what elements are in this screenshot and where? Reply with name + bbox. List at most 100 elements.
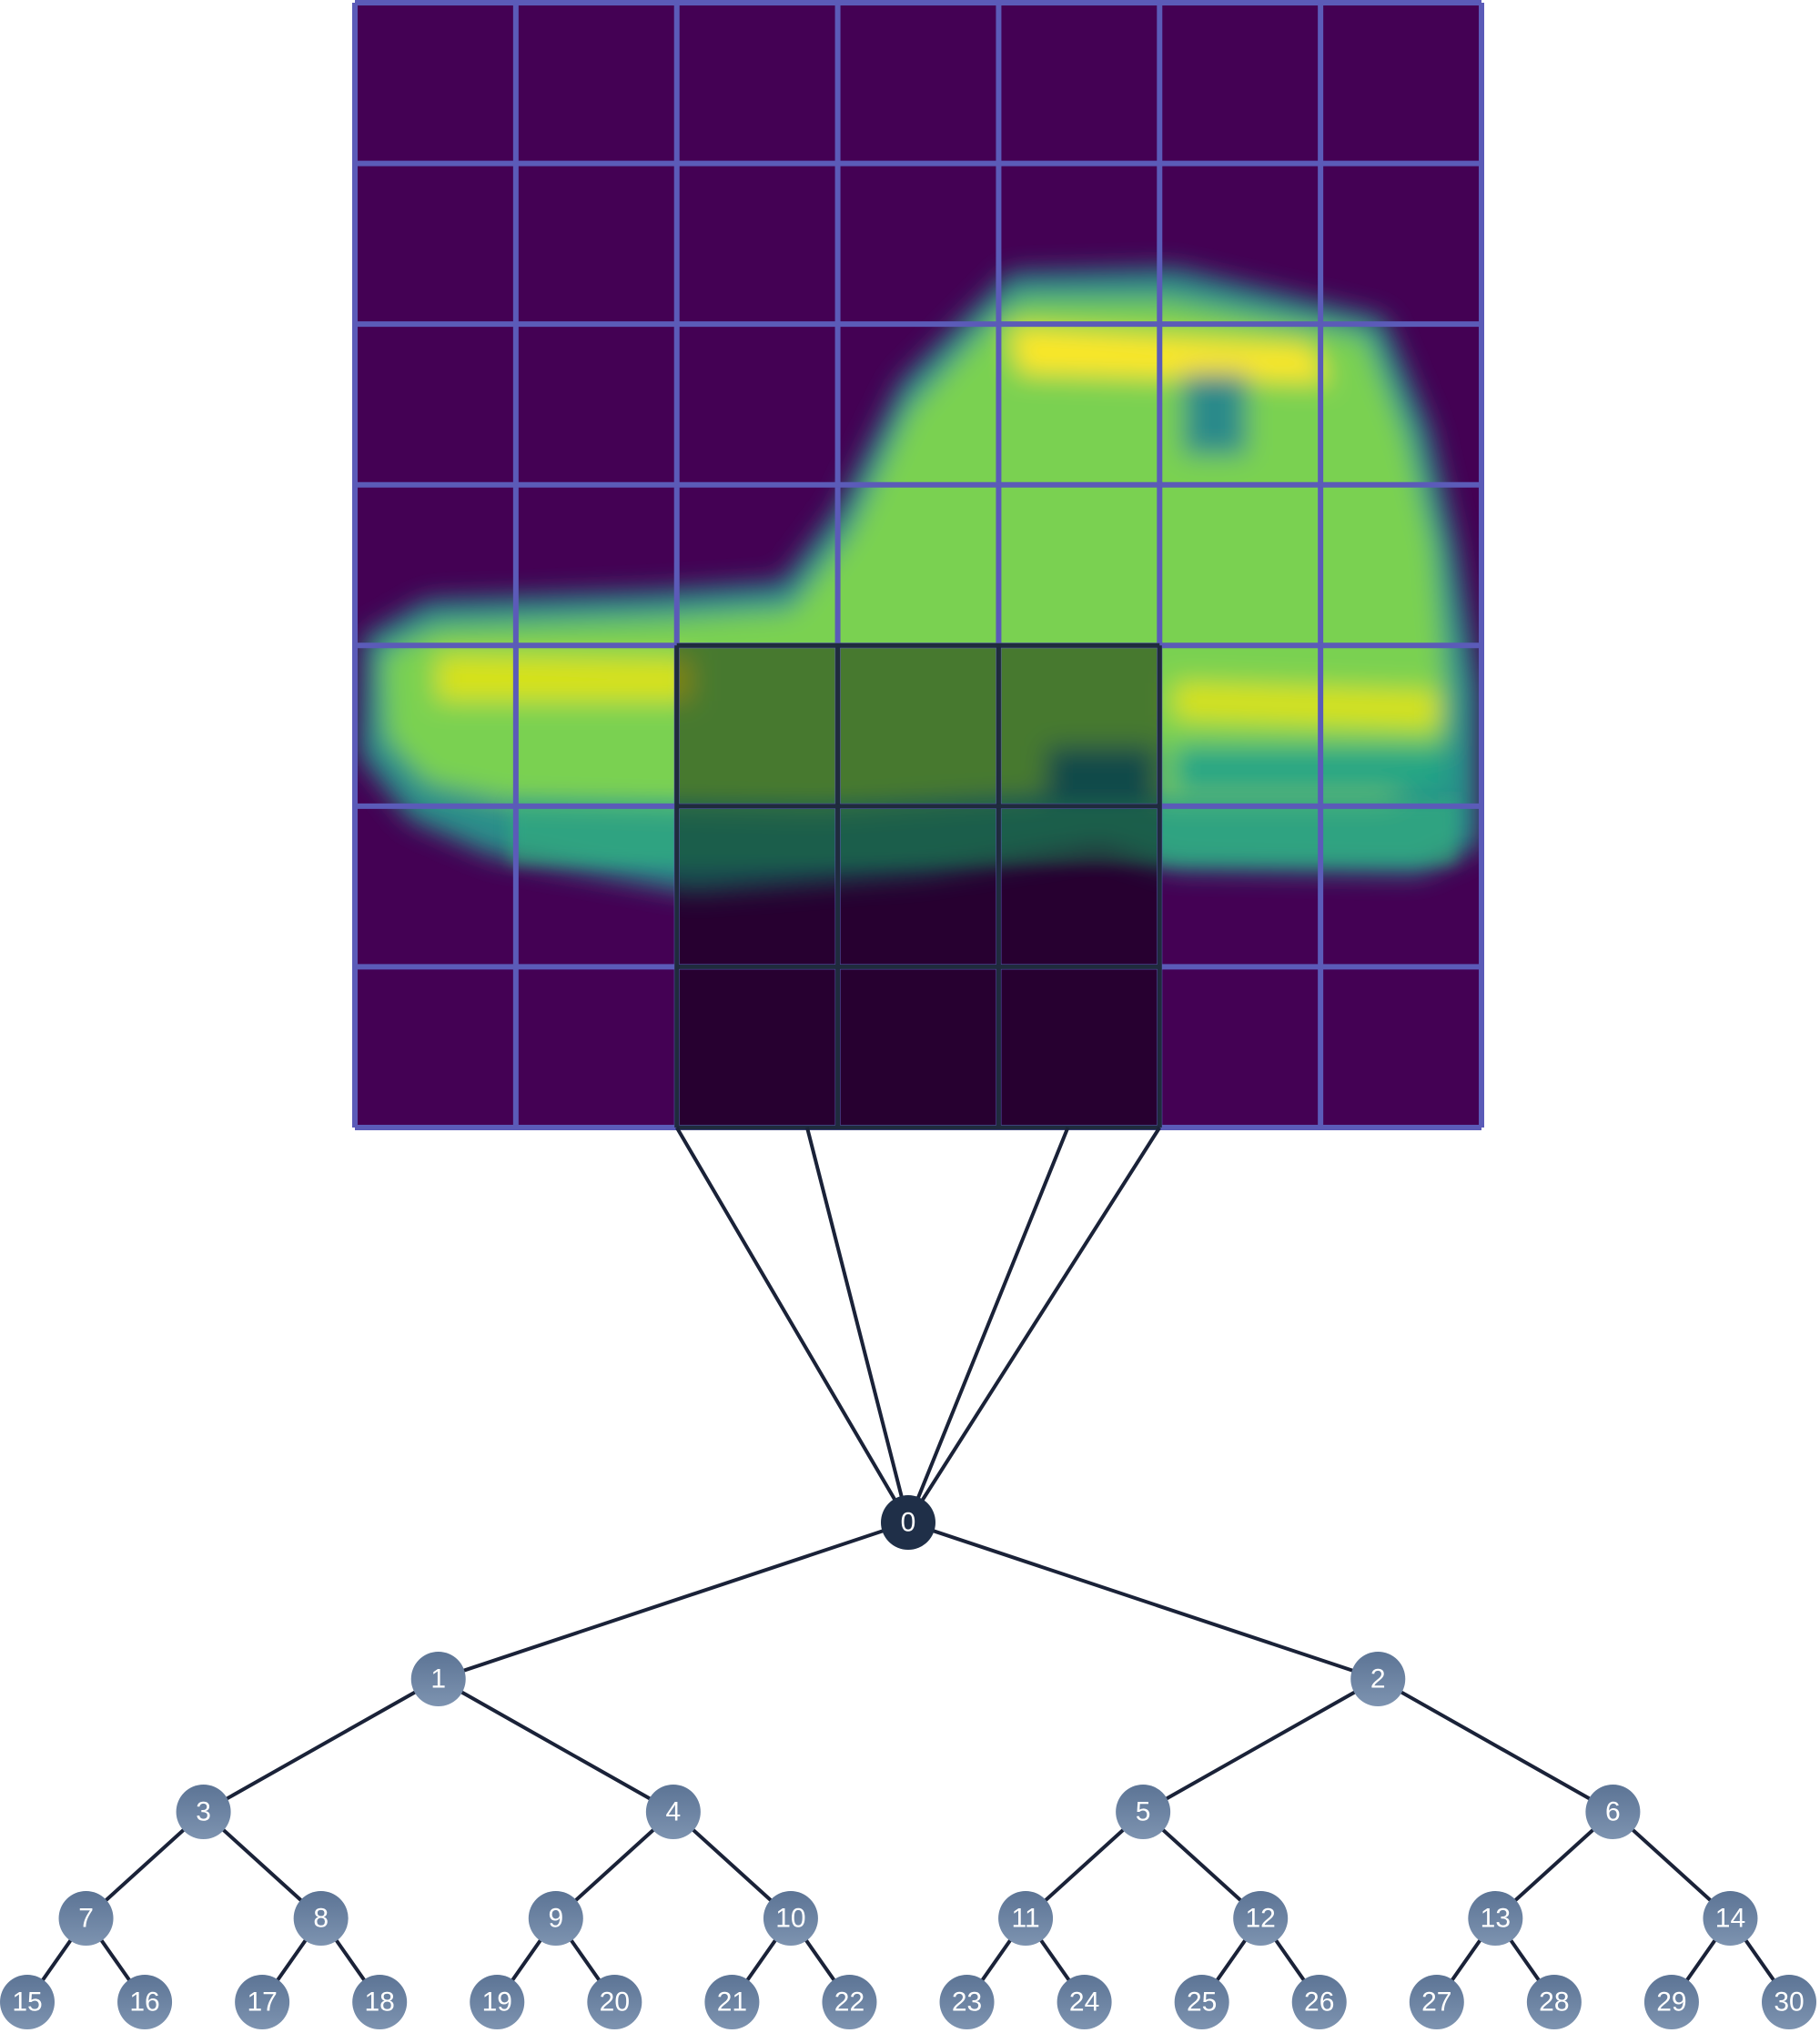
- tree-node-circle: [763, 1891, 818, 1946]
- tree-node-circle: [293, 1891, 349, 1946]
- tree-node-circle: [998, 1891, 1054, 1946]
- tree-node-label: 0: [901, 1508, 916, 1538]
- tree-node-circle: [1291, 1975, 1347, 2029]
- tree-edge: [907, 1521, 1379, 1681]
- tree-node-label: 9: [548, 1904, 563, 1934]
- tree-node-label: 19: [482, 1987, 512, 2018]
- window-to-root-edge: [906, 1126, 1161, 1524]
- tree-node-label: 8: [313, 1904, 329, 1934]
- window-to-root-edge: [906, 1127, 1070, 1523]
- tree-node-circle: [1174, 1975, 1229, 2029]
- tree-node-label: 10: [775, 1904, 805, 1934]
- tree-node-0: 0: [881, 1495, 935, 1550]
- tree-node-circle: [1526, 1975, 1582, 2029]
- tree-node-label: 1: [430, 1664, 446, 1694]
- tree-node-circle: [822, 1975, 877, 2029]
- heatmap-region-peak-left: [437, 655, 692, 701]
- tree-node-circle: [1350, 1652, 1406, 1706]
- tree-node-label: 12: [1246, 1904, 1276, 1934]
- tree-node-27: 27: [1409, 1975, 1464, 2029]
- tree-node-label: 27: [1421, 1987, 1451, 2018]
- tree-node-circle: [117, 1975, 173, 2029]
- tree-node-23: 23: [939, 1975, 995, 2029]
- tree-node-29: 29: [1643, 1975, 1699, 2029]
- tree-node-circle: [176, 1785, 231, 1839]
- tree-node-label: 25: [1187, 1987, 1217, 2018]
- tree-node-2: 2: [1350, 1652, 1406, 1706]
- tree-node-13: 13: [1468, 1891, 1523, 1946]
- tree-node-circle: [881, 1495, 935, 1550]
- tree-node-circle: [58, 1891, 114, 1946]
- tree-edge: [438, 1521, 909, 1681]
- tree-node-label: 2: [1370, 1664, 1386, 1694]
- tree-node-20: 20: [587, 1975, 642, 2029]
- tree-node-label: 3: [196, 1797, 211, 1827]
- tree-node-9: 9: [528, 1891, 583, 1946]
- tree-node-circle: [1409, 1975, 1464, 2029]
- tree-node-8: 8: [293, 1891, 349, 1946]
- tree-node-circle: [1703, 1891, 1758, 1946]
- tree-node-label: 18: [365, 1987, 395, 2018]
- tree-node-circle: [1233, 1891, 1289, 1946]
- tree-node-circle: [587, 1975, 642, 2029]
- tree-node-circle: [1762, 1975, 1816, 2029]
- tree-node-24: 24: [1057, 1975, 1112, 2029]
- tree-node-circle: [1057, 1975, 1112, 2029]
- tree-node-3: 3: [176, 1785, 231, 1839]
- tree-node-25: 25: [1174, 1975, 1229, 2029]
- tree-node-19: 19: [470, 1975, 525, 2029]
- tree-node-12: 12: [1233, 1891, 1289, 1946]
- tree-node-circle: [0, 1975, 55, 2029]
- tree-node-circle: [1643, 1975, 1699, 2029]
- tree-node-label: 23: [952, 1987, 982, 2018]
- tree-node-label: 26: [1304, 1987, 1334, 2018]
- receptive-window-shade: [676, 645, 1160, 1128]
- tree-node-22: 22: [822, 1975, 877, 2029]
- tree-node-circle: [939, 1975, 995, 2029]
- tree-node-label: 16: [129, 1987, 159, 2018]
- tree-node-21: 21: [704, 1975, 760, 2029]
- heatmap-region-peak-top: [1010, 328, 1329, 382]
- tree-node-16: 16: [117, 1975, 173, 2029]
- tree-node-circle: [1468, 1891, 1523, 1946]
- tree-node-label: 24: [1069, 1987, 1099, 2018]
- heatmap-region-patch-2: [1174, 746, 1447, 792]
- tree-node-label: 6: [1605, 1797, 1621, 1827]
- tree-node-label: 30: [1774, 1987, 1804, 2018]
- tree-node-label: 28: [1539, 1987, 1569, 2018]
- tree-node-circle: [1116, 1785, 1171, 1839]
- tree-node-6: 6: [1585, 1785, 1641, 1839]
- tree-edge: [1377, 1677, 1614, 1814]
- tree-node-circle: [470, 1975, 525, 2029]
- tree-node-10: 10: [763, 1891, 818, 1946]
- window-to-root-edge: [674, 1126, 910, 1524]
- tree-node-label: 22: [834, 1987, 864, 2018]
- tree-node-17: 17: [235, 1975, 290, 2029]
- tree-node-26: 26: [1291, 1975, 1347, 2029]
- tree-node-label: 15: [12, 1987, 42, 2018]
- tree-node-15: 15: [0, 1975, 55, 2029]
- tree-node-label: 11: [1011, 1904, 1039, 1934]
- tree-node-label: 21: [717, 1987, 747, 2018]
- receptive-window-border: [674, 642, 1162, 1130]
- heatmap-region-peak-right: [1174, 683, 1438, 728]
- tree-node-label: 13: [1481, 1904, 1511, 1934]
- tree-edge: [437, 1677, 674, 1814]
- tree-node-circle: [528, 1891, 583, 1946]
- tree-node-label: 14: [1715, 1904, 1745, 1934]
- heatmap-region-patch-1: [1183, 373, 1247, 455]
- tree-edges: [25, 1126, 1791, 2004]
- tree-edge: [202, 1677, 440, 1814]
- tree-node-circle: [235, 1975, 290, 2029]
- tree-node-label: 29: [1656, 1987, 1686, 2018]
- window-to-root-edge: [805, 1127, 910, 1523]
- tree-node-4: 4: [645, 1785, 701, 1839]
- tree-node-circle: [704, 1975, 760, 2029]
- tree-node-label: 20: [600, 1987, 630, 2018]
- tree-node-circle: [410, 1652, 466, 1706]
- heatmap-region-lower: [510, 801, 1456, 865]
- tree-node-label: 7: [78, 1904, 94, 1934]
- tree-node-28: 28: [1526, 1975, 1582, 2029]
